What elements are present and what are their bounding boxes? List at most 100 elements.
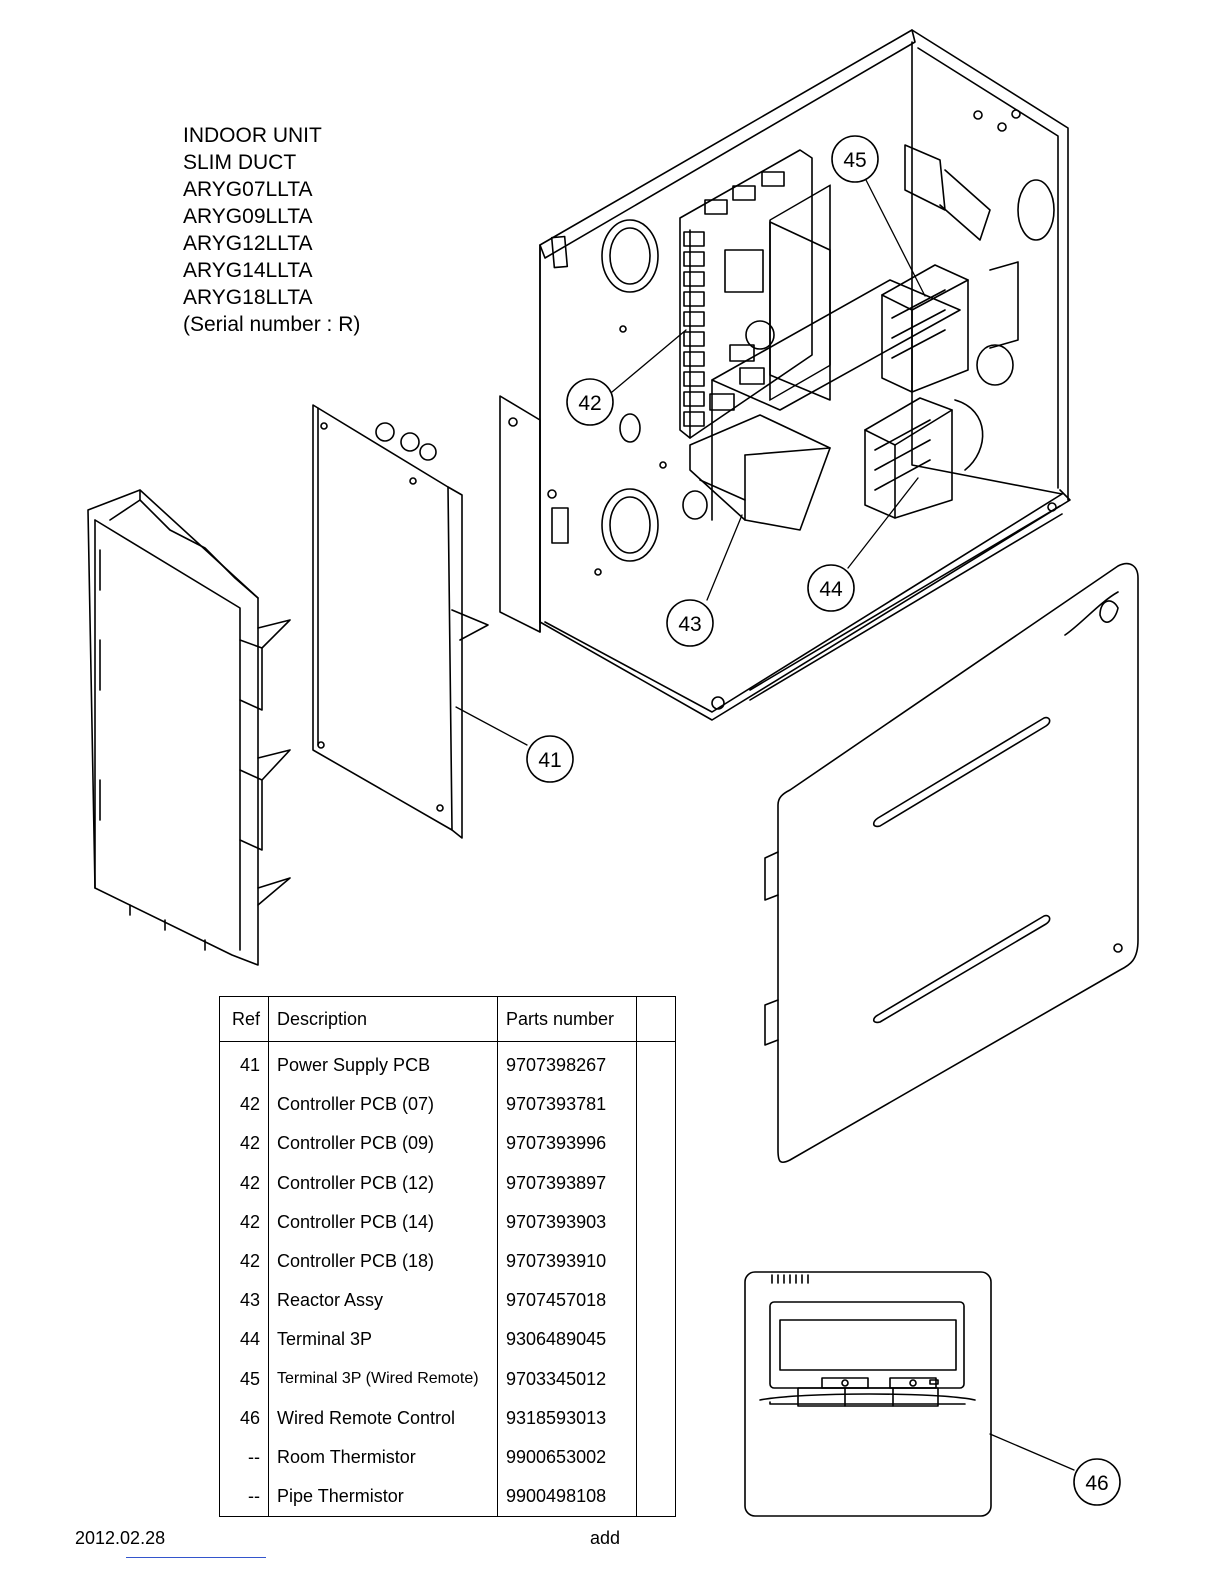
footer-note: add bbox=[590, 1528, 621, 1548]
table-row: -- Room Thermistor 9900653002 bbox=[219, 1437, 676, 1478]
cell-parts-number: 9707457018 bbox=[497, 1281, 637, 1321]
header-ref: Ref bbox=[219, 996, 269, 1042]
table-row: 45 Terminal 3P (Wired Remote) 9703345012 bbox=[219, 1359, 676, 1399]
cell-description: Controller PCB (07) bbox=[268, 1085, 498, 1125]
cell-ref: 46 bbox=[219, 1398, 269, 1438]
cell-ref: -- bbox=[219, 1477, 269, 1517]
wired-remote-control bbox=[744, 1271, 992, 1517]
cell-extra bbox=[636, 1281, 676, 1321]
cell-extra bbox=[636, 1398, 676, 1438]
cell-ref: 42 bbox=[219, 1202, 269, 1242]
title-model-14: ARYG14LLTA bbox=[183, 259, 313, 282]
table-row: 41 Power Supply PCB 9707398267 bbox=[219, 1041, 676, 1086]
cell-extra bbox=[636, 1202, 676, 1242]
cell-parts-number: 9707393910 bbox=[497, 1241, 637, 1282]
header-extra bbox=[636, 996, 676, 1042]
table-row: 42 Controller PCB (14) 9707393903 bbox=[219, 1202, 676, 1242]
power-supply-pcb bbox=[312, 404, 489, 839]
cell-extra bbox=[636, 1359, 676, 1399]
cell-parts-number: 9703345012 bbox=[497, 1359, 637, 1399]
callout-41: 41 bbox=[526, 735, 574, 783]
cell-parts-number: 9306489045 bbox=[497, 1320, 637, 1360]
cell-description: Pipe Thermistor bbox=[268, 1477, 498, 1517]
table-row: 42 Controller PCB (18) 9707393910 bbox=[219, 1241, 676, 1282]
reactor-assy bbox=[682, 414, 831, 531]
table-row: 42 Controller PCB (07) 9707393781 bbox=[219, 1085, 676, 1125]
cell-parts-number: 9707393903 bbox=[497, 1202, 637, 1242]
header-description: Description bbox=[268, 996, 498, 1042]
table-row: 43 Reactor Assy 9707457018 bbox=[219, 1281, 676, 1321]
svg-text:42: 42 bbox=[578, 392, 601, 415]
cell-extra bbox=[636, 1085, 676, 1125]
cell-parts-number: 9900498108 bbox=[497, 1477, 637, 1517]
cell-parts-number: 9707398267 bbox=[497, 1041, 637, 1086]
cell-ref: 42 bbox=[219, 1085, 269, 1125]
cell-ref: 42 bbox=[219, 1241, 269, 1282]
table-row: 42 Controller PCB (12) 9707393897 bbox=[219, 1163, 676, 1203]
svg-text:43: 43 bbox=[678, 613, 701, 636]
cell-description: Controller PCB (12) bbox=[268, 1163, 498, 1203]
controller-pcb bbox=[679, 149, 831, 439]
svg-text:41: 41 bbox=[538, 749, 561, 772]
cell-ref: 45 bbox=[219, 1359, 269, 1399]
cover-panel bbox=[764, 562, 1139, 1164]
cell-parts-number: 9707393897 bbox=[497, 1163, 637, 1203]
svg-text:45: 45 bbox=[843, 149, 866, 172]
cell-extra bbox=[636, 1041, 676, 1086]
callout-46: 46 bbox=[1073, 1458, 1121, 1506]
header-parts-number: Parts number bbox=[497, 996, 637, 1042]
title-model-12: ARYG12LLTA bbox=[183, 232, 313, 255]
terminal-3p-wired-remote bbox=[881, 144, 1019, 393]
table-row: 46 Wired Remote Control 9318593013 bbox=[219, 1398, 676, 1438]
cell-ref: 41 bbox=[219, 1041, 269, 1086]
title-model-07: ARYG07LLTA bbox=[183, 178, 313, 201]
cell-ref: 44 bbox=[219, 1320, 269, 1360]
callout-44: 44 bbox=[807, 564, 855, 612]
callout-43: 43 bbox=[666, 599, 714, 647]
model-title-block: INDOOR UNIT SLIM DUCT ARYG07LLTA ARYG09L… bbox=[183, 122, 360, 338]
cell-extra bbox=[636, 1241, 676, 1282]
svg-text:46: 46 bbox=[1085, 1472, 1108, 1495]
footer-rule bbox=[126, 1557, 266, 1558]
terminal-3p bbox=[864, 397, 984, 519]
cell-extra bbox=[636, 1477, 676, 1517]
cell-ref: -- bbox=[219, 1437, 269, 1478]
cell-extra bbox=[636, 1437, 676, 1478]
cell-extra bbox=[636, 1124, 676, 1164]
cell-ref: 42 bbox=[219, 1124, 269, 1164]
cell-parts-number: 9707393996 bbox=[497, 1124, 637, 1164]
table-row: -- Pipe Thermistor 9900498108 bbox=[219, 1477, 676, 1517]
title-unit-style: SLIM DUCT bbox=[183, 151, 297, 174]
cell-description: Power Supply PCB bbox=[268, 1041, 498, 1086]
parts-table: Ref Description Parts number 41 Power Su… bbox=[219, 996, 676, 1518]
cell-ref: 43 bbox=[219, 1281, 269, 1321]
table-header-row: Ref Description Parts number bbox=[219, 996, 676, 1042]
cell-description: Terminal 3P (Wired Remote) bbox=[268, 1359, 498, 1399]
cell-extra bbox=[636, 1320, 676, 1360]
title-model-18: ARYG18LLTA bbox=[183, 286, 313, 309]
title-serial-number: (Serial number : R) bbox=[183, 313, 361, 336]
leader-lines bbox=[455, 179, 1075, 1471]
title-model-09: ARYG09LLTA bbox=[183, 205, 313, 228]
cell-extra bbox=[636, 1163, 676, 1203]
cell-description: Room Thermistor bbox=[268, 1437, 498, 1478]
table-row: 42 Controller PCB (09) 9707393996 bbox=[219, 1124, 676, 1164]
svg-text:44: 44 bbox=[819, 578, 843, 601]
cell-description: Wired Remote Control bbox=[268, 1398, 498, 1438]
cell-ref: 42 bbox=[219, 1163, 269, 1203]
pcb-holder bbox=[87, 489, 291, 966]
cell-description: Controller PCB (14) bbox=[268, 1202, 498, 1242]
callout-45: 45 bbox=[831, 135, 879, 183]
callout-42: 42 bbox=[566, 378, 614, 426]
cell-description: Terminal 3P bbox=[268, 1320, 498, 1360]
cell-description: Reactor Assy bbox=[268, 1281, 498, 1321]
cell-description: Controller PCB (09) bbox=[268, 1124, 498, 1164]
control-box-enclosure bbox=[499, 29, 1071, 721]
cell-parts-number: 9900653002 bbox=[497, 1437, 637, 1478]
footer-date: 2012.02.28 bbox=[75, 1528, 166, 1548]
table-row: 44 Terminal 3P 9306489045 bbox=[219, 1320, 676, 1360]
cell-parts-number: 9318593013 bbox=[497, 1398, 637, 1438]
cell-parts-number: 9707393781 bbox=[497, 1085, 637, 1125]
cell-description: Controller PCB (18) bbox=[268, 1241, 498, 1282]
